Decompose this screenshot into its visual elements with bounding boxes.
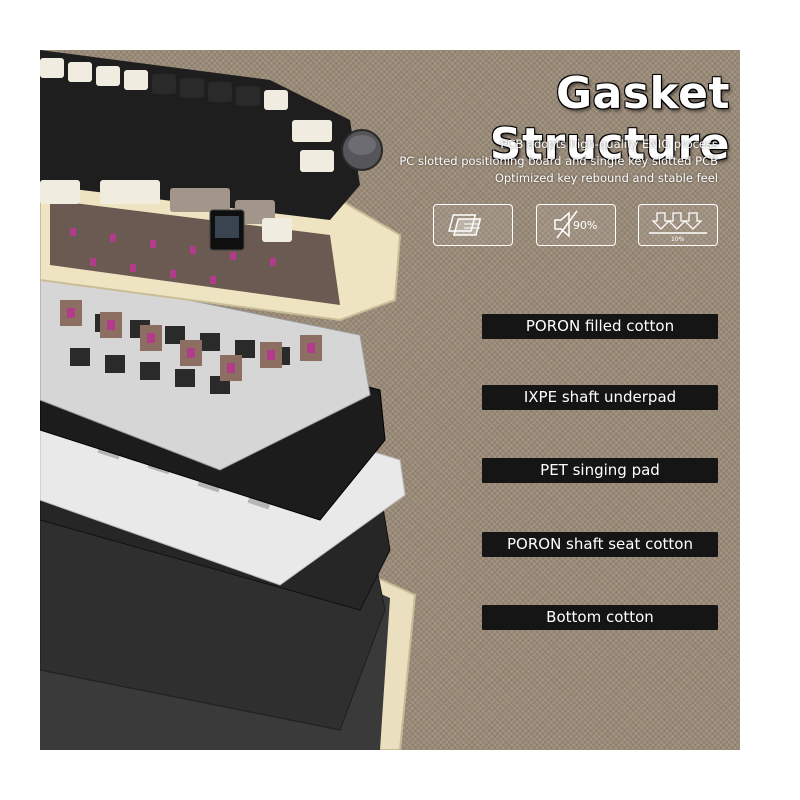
feature-line: PC slotted positioning board and single … [399,154,718,168]
layer-label-ixpe-shaft-underpad: IXPE shaft underpad [482,385,718,410]
rebound-icon: 10% [638,204,718,246]
feature-list: PCB adopts high-quality ENIG process PC … [358,136,718,187]
case-switch-row [70,228,276,284]
positioning-plate [40,269,371,471]
layer-label-bottom-cotton: Bottom cotton [482,605,718,630]
feature-line: Optimized key rebound and stable feel [494,171,718,185]
dampening-value: 90% [573,219,597,232]
page-title: Gasket Structure [489,68,730,170]
rebound-value: 10% [671,236,685,243]
layer-label-poron-shaft-seat-cotton: PORON shaft seat cotton [482,532,718,557]
sound-dampening-icon: 90% [536,204,616,246]
pcb-icon [433,204,513,246]
keycaps [40,58,334,242]
keyboard-exploded-illustration [40,50,417,750]
layer-label-pet-singing-pad: PET singing pad [482,458,718,483]
feature-line: PCB adopts high-quality ENIG process [500,137,718,151]
product-image: Gasket Structure PCB adopts high-quality… [40,50,740,750]
layer-label-poron-filled-cotton: PORON filled cotton [482,314,718,339]
switches [60,300,322,381]
